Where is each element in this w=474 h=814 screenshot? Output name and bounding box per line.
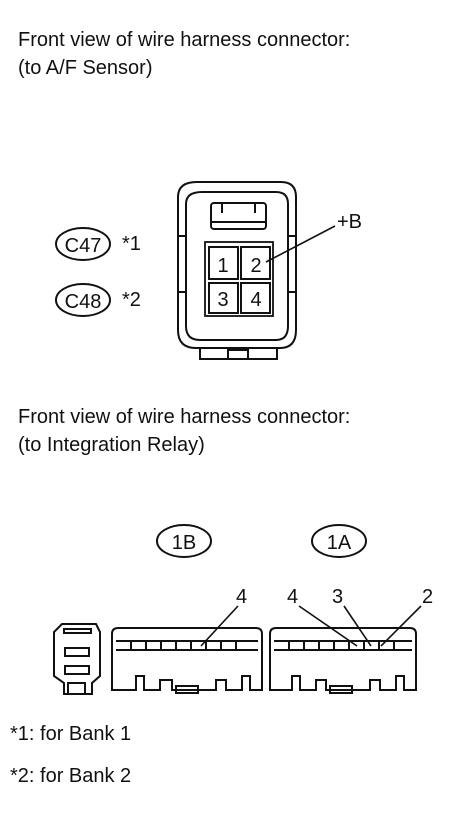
section2-heading-line1: Front view of wire harness connector: — [18, 406, 351, 428]
label-1b-text: 1B — [172, 532, 196, 554]
pin-callout-line — [265, 225, 336, 263]
footnote-bank2: *2: for Bank 2 — [10, 765, 132, 787]
section1-heading-line1: Front view of wire harness connector: — [18, 29, 351, 51]
section1-heading-line2: (to A/F Sensor) — [18, 57, 153, 79]
callout-1a-pin4: 4 — [287, 586, 298, 608]
label-1b: 1B — [156, 524, 212, 558]
section2-heading-line2: (to Integration Relay) — [18, 434, 205, 456]
label-1a-text: 1A — [327, 532, 352, 554]
pin-callout-plus-b: +B — [337, 211, 362, 233]
af-pin-2: 2 — [250, 255, 261, 277]
callout-1a-pin3: 3 — [332, 586, 343, 608]
code-c48: C48 *2 — [55, 283, 141, 317]
code-c47: C47 *1 — [55, 227, 141, 261]
af-sensor-connector — [177, 181, 297, 360]
callout-1b-pin4-line — [200, 605, 239, 647]
small-side-connector — [53, 623, 101, 695]
callout-1a-pin3-line — [343, 605, 372, 647]
connector-1a — [269, 627, 417, 694]
code-c47-note: *1 — [122, 233, 141, 255]
callout-1b-pin4: 4 — [236, 586, 247, 608]
label-1a: 1A — [311, 524, 367, 558]
af-pin-3: 3 — [217, 289, 228, 311]
callout-1a-pin2-line — [380, 605, 422, 647]
code-c47-label: C47 — [65, 235, 102, 257]
af-pin-4: 4 — [250, 289, 261, 311]
footnote-bank1: *1: for Bank 1 — [10, 723, 132, 745]
af-pin-1: 1 — [217, 255, 228, 277]
connector-1b — [111, 627, 263, 694]
callout-1a-pin4-line — [298, 605, 358, 647]
callout-1a-pin2: 2 — [422, 586, 433, 608]
code-c48-note: *2 — [122, 289, 141, 311]
code-c48-label: C48 — [65, 291, 102, 313]
